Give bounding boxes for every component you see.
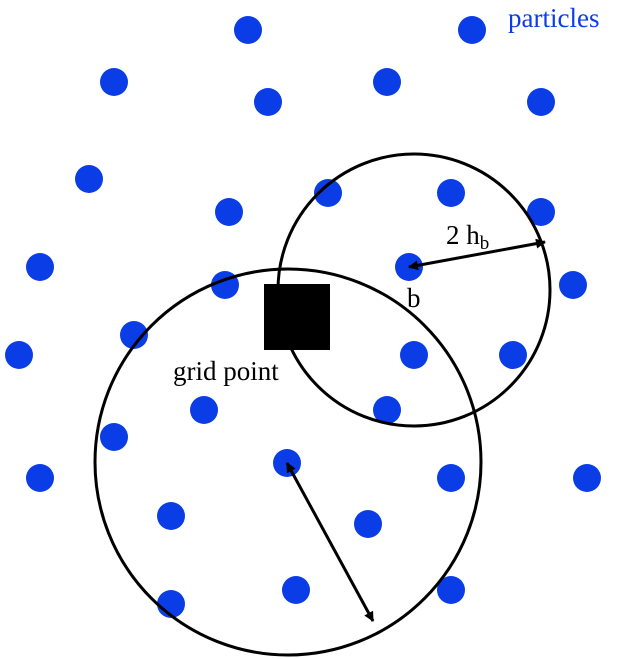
particle-dot bbox=[254, 88, 282, 116]
particle-dot bbox=[234, 16, 262, 44]
particle-dot bbox=[559, 271, 587, 299]
grid-point-square bbox=[264, 284, 330, 350]
particle-dot bbox=[437, 464, 465, 492]
particle-dot bbox=[26, 464, 54, 492]
particle-dot bbox=[120, 321, 148, 349]
particle-dot bbox=[190, 396, 218, 424]
particle-dot bbox=[499, 341, 527, 369]
radius-arrow-b bbox=[408, 238, 546, 271]
particle-dot bbox=[400, 341, 428, 369]
particle-dot bbox=[437, 576, 465, 604]
particle-dot bbox=[373, 396, 401, 424]
radius-label-subscript: b bbox=[480, 233, 490, 254]
particles-label: particles bbox=[508, 3, 599, 33]
particle-dot bbox=[354, 510, 382, 538]
particle-dot bbox=[282, 576, 310, 604]
particle-dot bbox=[100, 423, 128, 451]
particle-dot bbox=[75, 165, 103, 193]
grid-kernel-circle bbox=[93, 267, 483, 657]
particle-dot bbox=[215, 198, 243, 226]
particle-dot bbox=[314, 179, 342, 207]
particle-dot bbox=[437, 179, 465, 207]
particle-dot bbox=[26, 253, 54, 281]
particle-dot bbox=[527, 88, 555, 116]
grid-point-label: grid point bbox=[173, 356, 279, 386]
particle-dot bbox=[157, 502, 185, 530]
particle-dot bbox=[527, 198, 555, 226]
particle-b-label: b bbox=[407, 283, 421, 313]
particle-dot bbox=[5, 341, 33, 369]
particle-dot bbox=[373, 68, 401, 96]
particle-dot bbox=[573, 464, 601, 492]
radius-label-main: 2 h bbox=[446, 220, 480, 250]
radius-label: 2 hb bbox=[446, 220, 489, 254]
radius-arrow-large bbox=[285, 462, 375, 622]
particle-dot bbox=[100, 68, 128, 96]
particle-dot bbox=[458, 16, 486, 44]
